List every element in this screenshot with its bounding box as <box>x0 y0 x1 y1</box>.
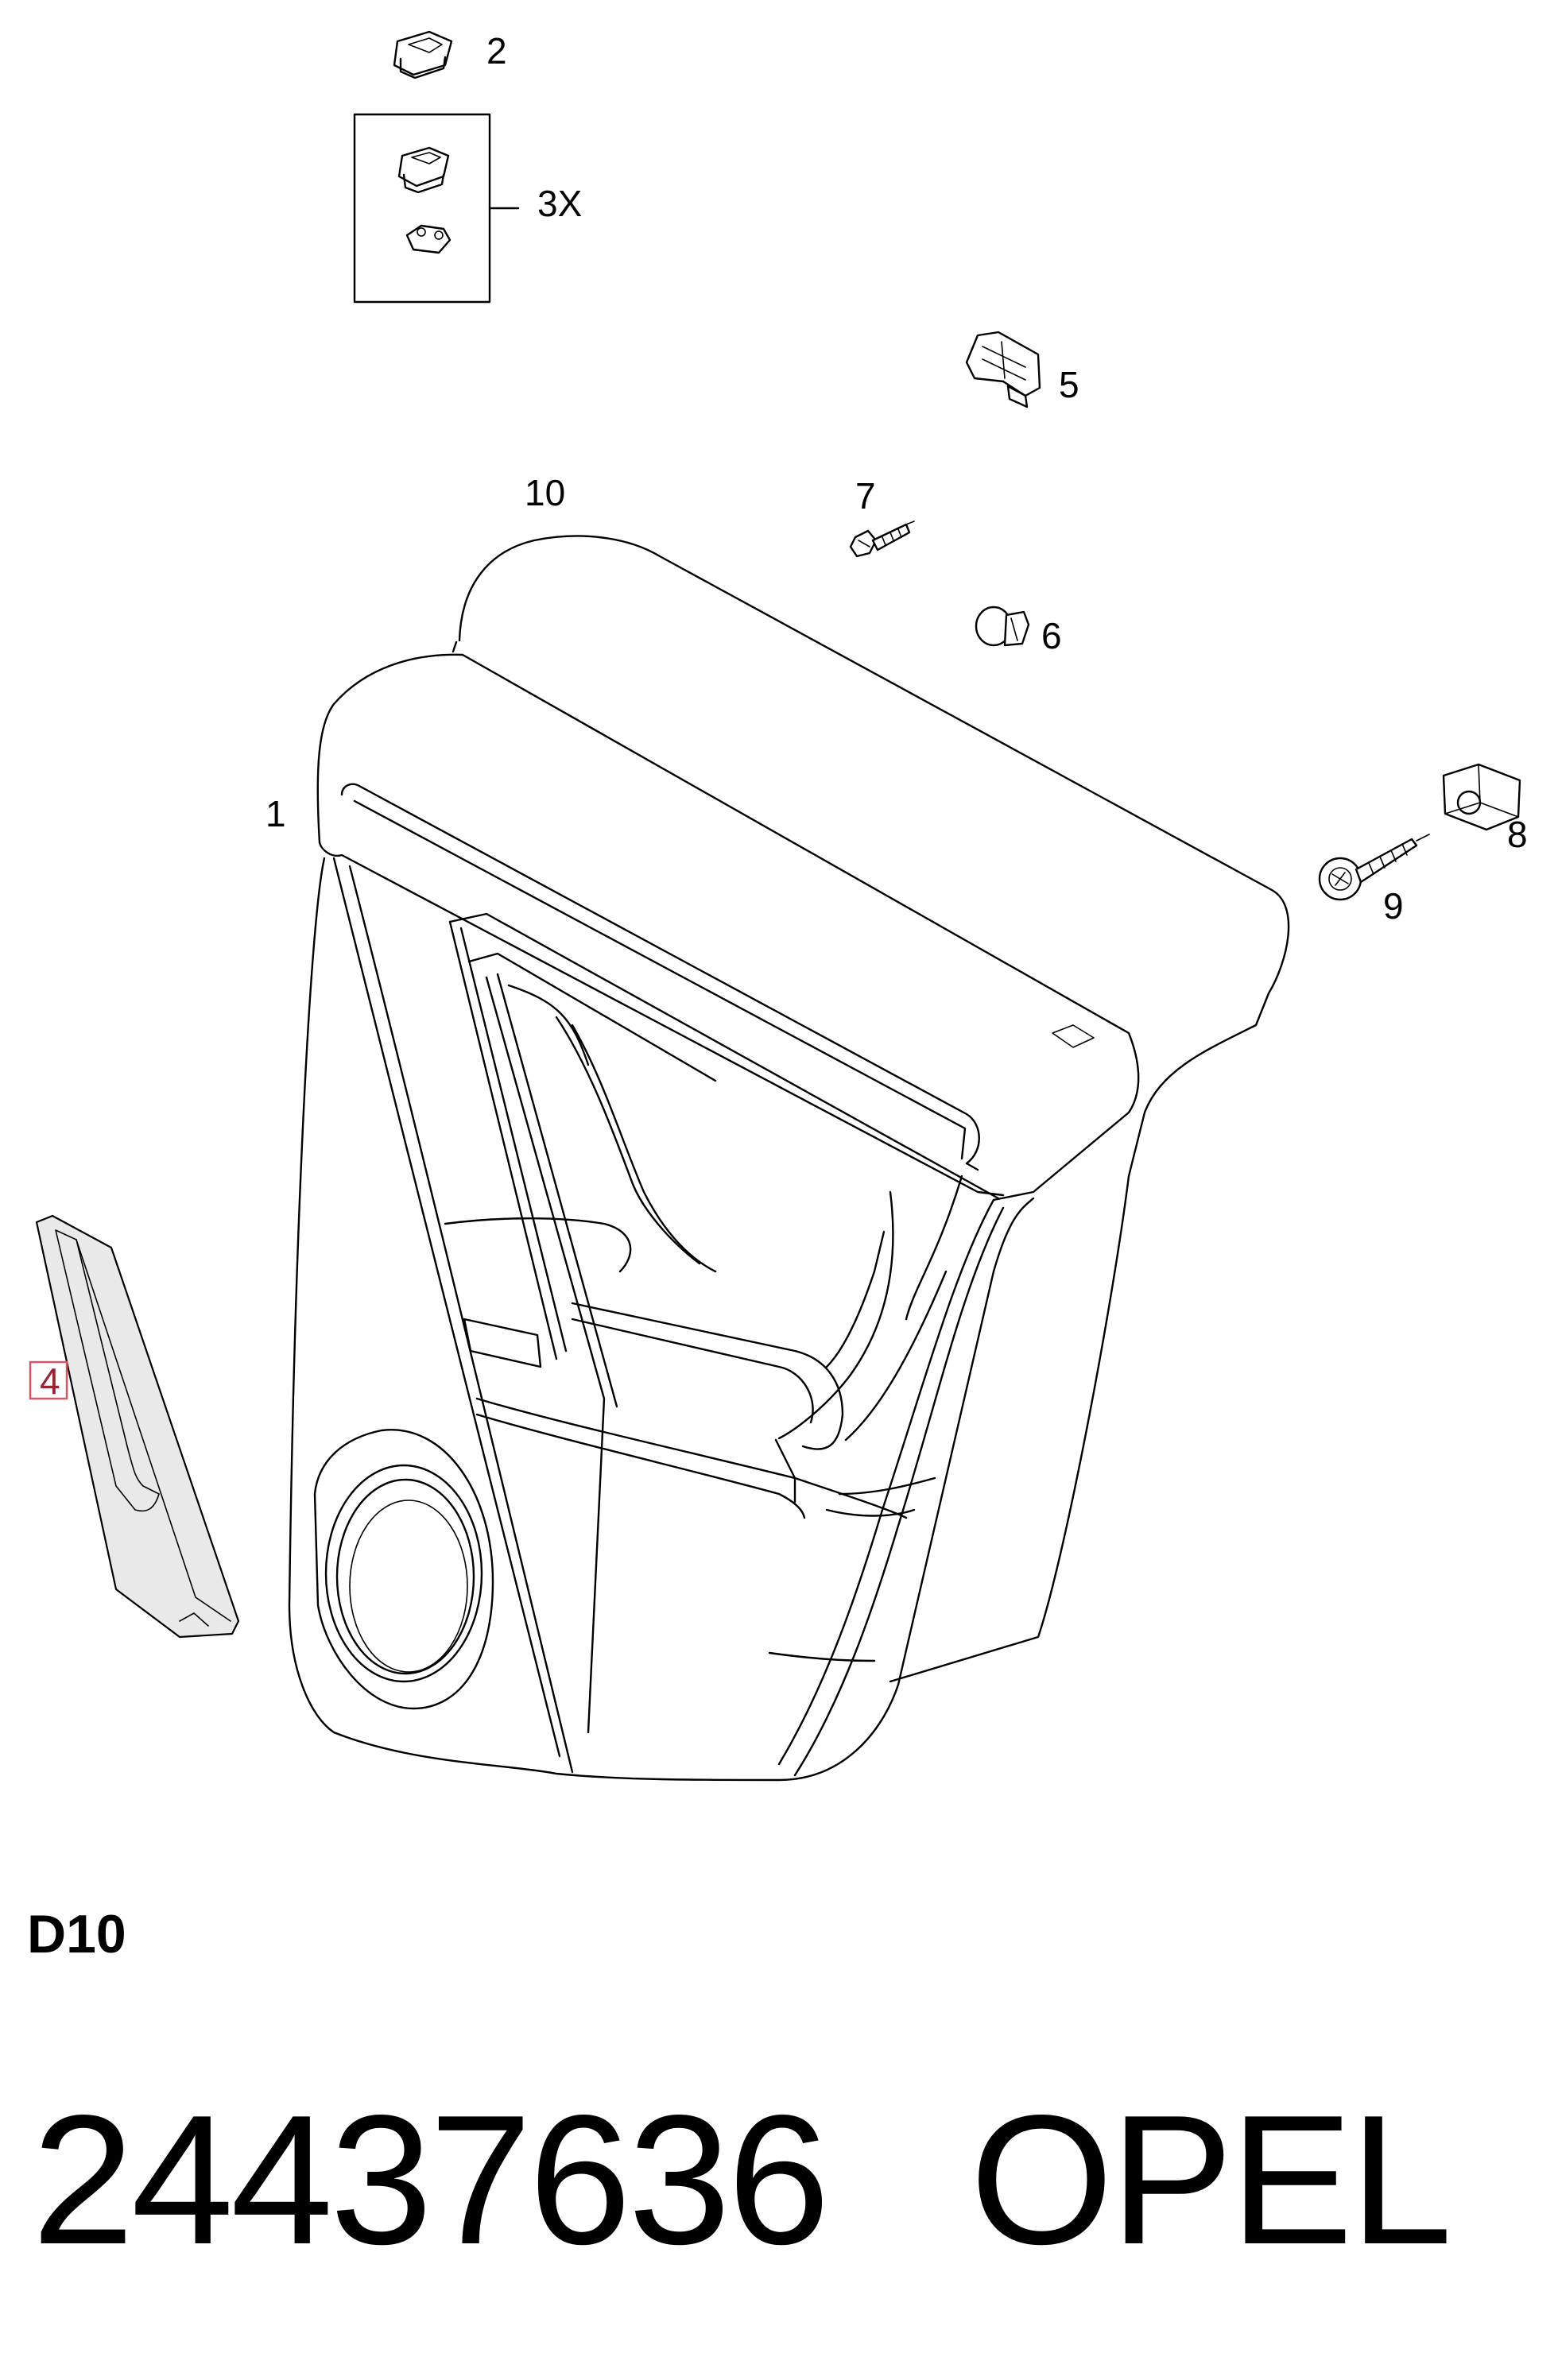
footer-caption: 24437636 OPEL <box>32 2074 1452 2286</box>
brand-name: OPEL <box>970 2077 1452 2283</box>
callout-4: 4 <box>40 1360 60 1402</box>
part-5-retainer <box>965 331 1041 408</box>
door-trim-panel <box>288 535 1290 1782</box>
callout-1: 1 <box>265 793 286 834</box>
callout-6: 6 <box>1041 615 1062 656</box>
section-code: D10 <box>27 1904 126 1964</box>
speaker-grille <box>313 1429 494 1710</box>
callout-8: 8 <box>1507 814 1528 855</box>
part-4-trim-strip <box>35 1214 240 1639</box>
callout-3x: 3X <box>537 183 582 224</box>
callout-5: 5 <box>1059 364 1079 405</box>
part-number: 24437636 <box>32 2077 830 2283</box>
callout-9: 9 <box>1383 885 1404 927</box>
part-6-push-pin <box>975 606 1030 647</box>
part-8-nut-clip <box>1442 763 1521 831</box>
kit-box-3x <box>353 113 520 304</box>
part-7-screw <box>849 521 915 558</box>
callout-4-highlight-box <box>29 1360 68 1400</box>
callout-7: 7 <box>855 475 876 517</box>
callout-2: 2 <box>486 30 507 72</box>
callout-10: 10 <box>525 472 565 513</box>
part-9-screw <box>1318 834 1430 901</box>
part-2-clip <box>393 30 453 79</box>
